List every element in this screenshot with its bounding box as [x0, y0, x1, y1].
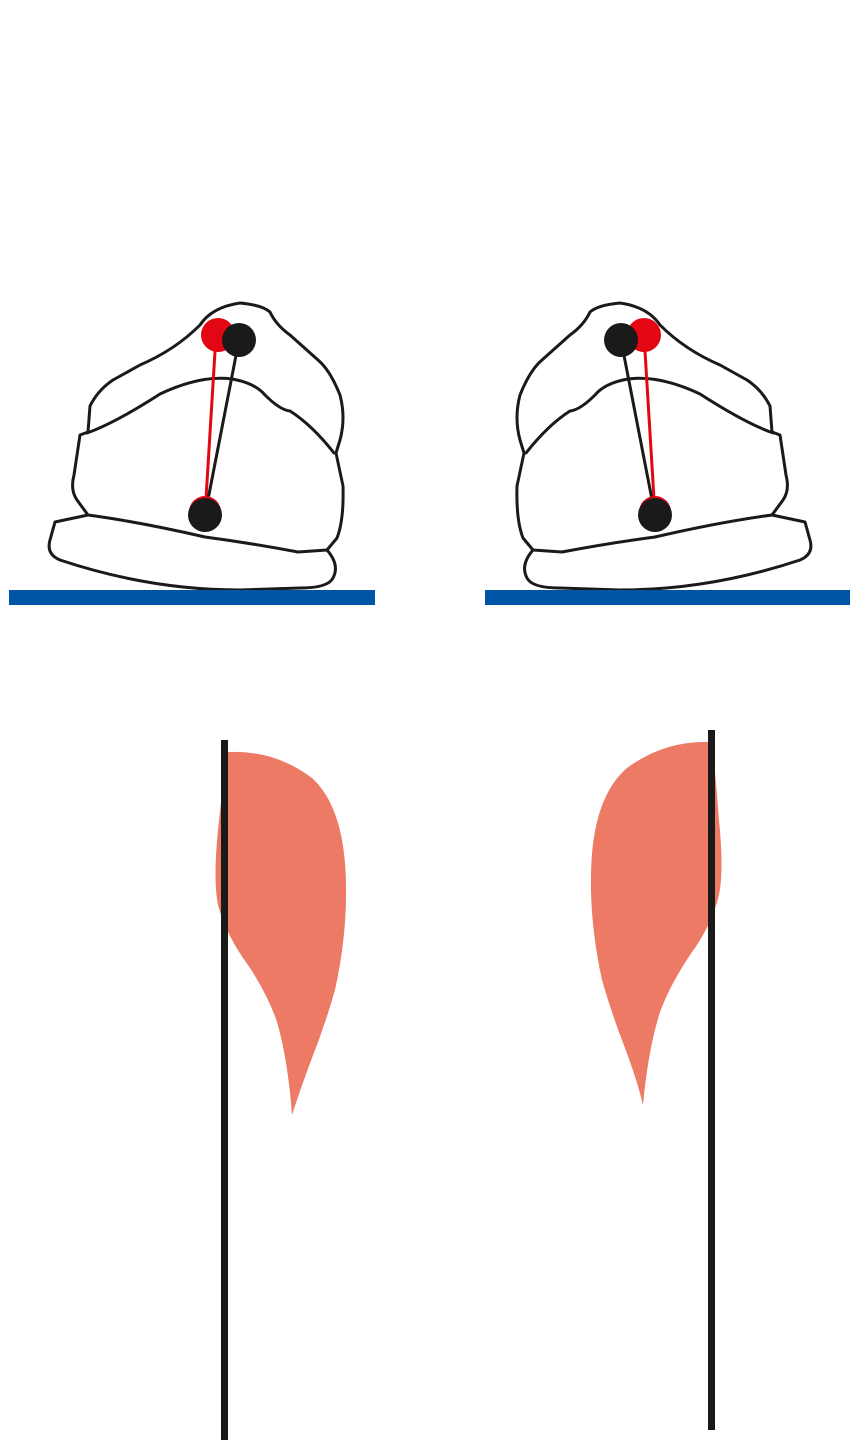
left-foot-section [9, 301, 375, 605]
left-sole-contour [86, 513, 329, 554]
right-foot-outer-contour [515, 301, 813, 592]
left-black-marker-top [222, 323, 256, 357]
right-black-marker-top [604, 323, 638, 357]
left-muscle-group [215, 740, 347, 1440]
left-red-axis-line [203, 334, 218, 516]
right-foot-outline [515, 301, 813, 592]
left-ground-line [9, 590, 375, 605]
right-talus-contour [524, 376, 775, 455]
right-sole-contour [531, 513, 774, 554]
left-muscle-shape [215, 751, 347, 1115]
right-muscle-group [590, 730, 722, 1430]
right-ground-line [485, 590, 850, 605]
left-black-axis-line [203, 339, 241, 516]
right-black-axis-line [619, 339, 657, 516]
right-foot-section [515, 301, 813, 592]
left-foot-outer-contour [47, 301, 345, 592]
right-muscle-shape [590, 741, 722, 1105]
right-black-marker-bottom [638, 498, 672, 532]
left-foot-outline [47, 301, 345, 592]
right-vertical-line [708, 730, 715, 1430]
left-vertical-line [221, 740, 228, 1440]
left-black-marker-bottom [188, 498, 222, 532]
left-talus-contour [85, 376, 336, 455]
right-red-axis-line [642, 334, 657, 516]
